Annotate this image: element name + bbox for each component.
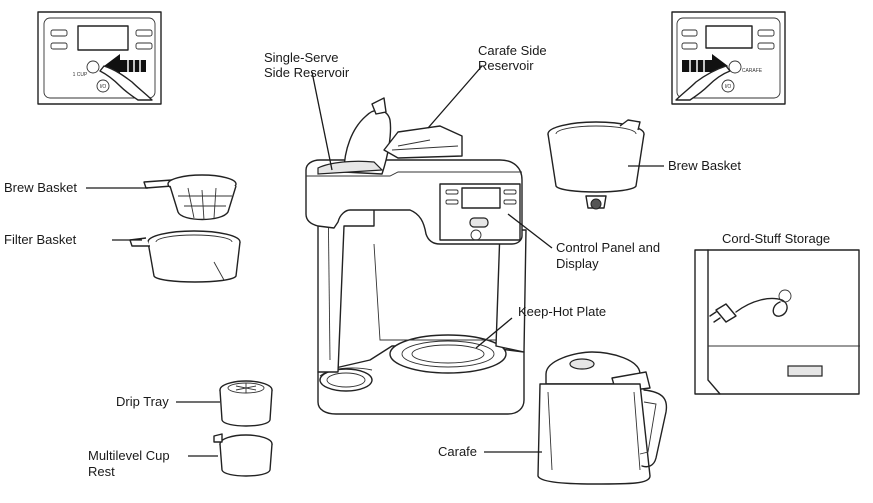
label-single-serve-2: Side Reservoir [264,65,350,80]
drip-tray [219,380,273,427]
label-keep-hot-plate: Keep-Hot Plate [518,304,606,319]
inset-left-button-label: 1 CUP [73,72,88,78]
inset-left-power-label: I/O [100,84,107,90]
label-cord-storage: Cord-Stuff Storage [722,231,830,246]
leader-carafe-side [427,65,483,129]
cord-storage-inset [694,249,860,395]
carafe-illustration [537,351,668,485]
multilevel-cup-rest [213,433,273,477]
finger-hand-right-icon [675,65,731,101]
filter-basket [129,230,241,283]
label-control-panel-2: Display [556,256,599,271]
label-carafe: Carafe [438,444,477,459]
label-single-serve-1: Single-Serve [264,50,338,65]
label-cup-rest-1: Multilevel Cup [88,448,170,463]
label-control-panel-1: Control Panel and [556,240,660,255]
inset-panel-right: I/O CARAFE [671,11,786,105]
leader-single-serve [311,71,333,171]
inset-right-button-label: CARAFE [742,68,763,74]
plug-icon [715,303,737,323]
leader-keep-hot-plate [475,317,513,349]
label-brew-basket-right: Brew Basket [668,158,741,173]
label-drip-tray: Drip Tray [116,394,169,409]
brew-basket-left [143,174,237,221]
inset-right-power-label: I/O [725,84,732,90]
label-filter-basket: Filter Basket [4,232,77,247]
brew-basket-right [547,119,645,210]
coffee-maker-illustration [305,97,527,415]
label-carafe-side-1: Carafe Side [478,43,547,58]
label-carafe-side-2: Reservoir [478,58,534,73]
label-brew-basket-left: Brew Basket [4,180,77,195]
leader-control-panel [507,213,553,249]
finger-hand-left-icon [99,65,153,101]
label-cup-rest-2: Rest [88,464,115,479]
inset-panel-left: I/O 1 CUP [37,11,162,105]
